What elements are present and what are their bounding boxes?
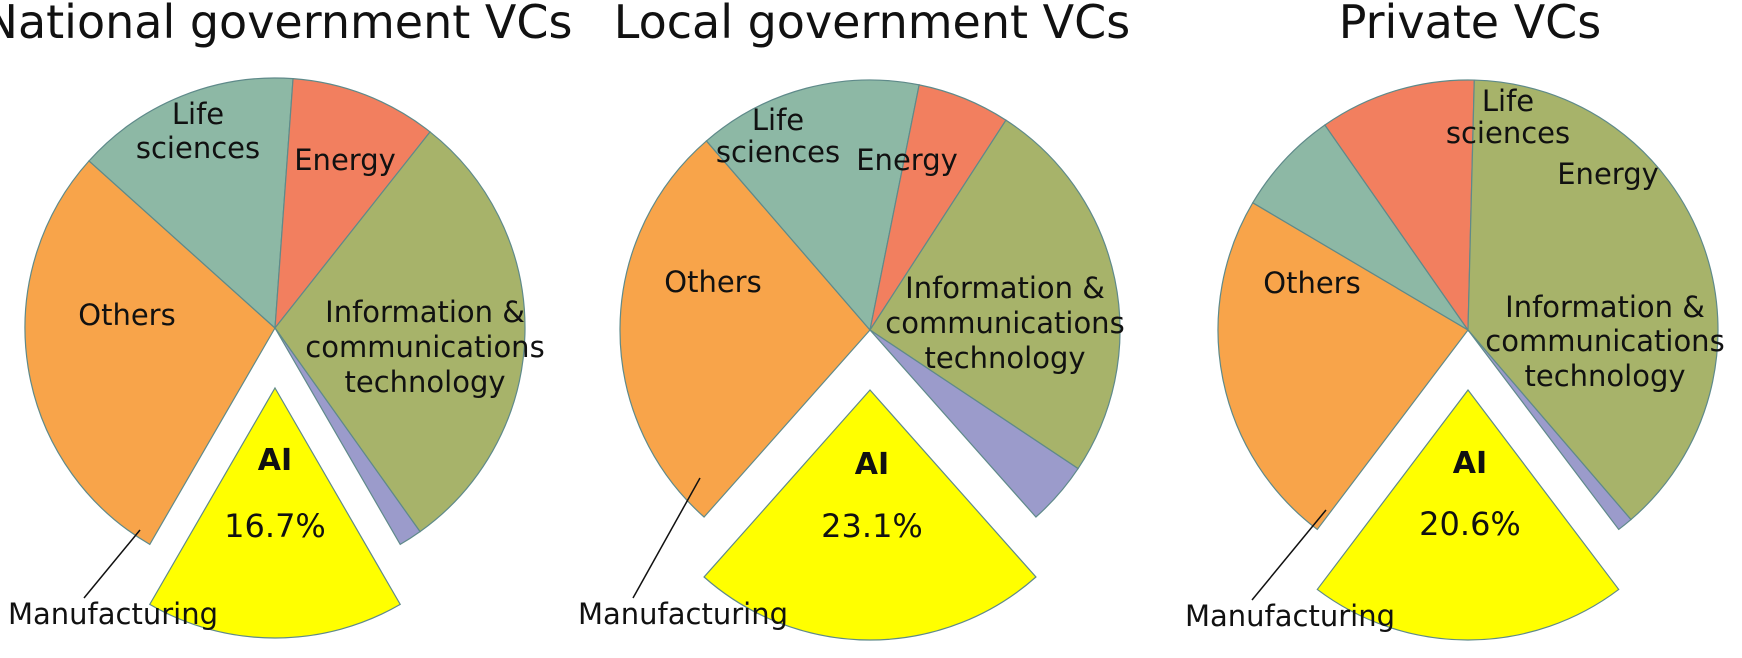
chart-title: Private VCs <box>1339 0 1602 49</box>
pie-slice-manufacturing <box>274 327 421 546</box>
pie-slice-manufacturing <box>1467 329 1632 531</box>
slice-label-manufacturing: Manufacturing <box>8 597 218 631</box>
slice-label-others: Others <box>78 298 175 332</box>
chart-title: National government VCs <box>0 0 572 49</box>
pie-slice-manufacturing <box>869 329 1079 518</box>
pie-slice-others <box>1467 79 1719 521</box>
slice-label-energy: Energy <box>294 143 396 177</box>
pie-slice-information-and-communications-technology <box>619 140 871 518</box>
pie-slice-others <box>869 119 1121 470</box>
pie-slice-information-and-communications-technology <box>1217 201 1469 531</box>
pie-slice-energy <box>88 77 294 330</box>
pie-slice-information-and-communications-technology <box>24 160 276 546</box>
chart-title: Local government VCs <box>614 0 1130 49</box>
pie-slice-others <box>274 131 526 533</box>
slice-label-others: Others <box>1263 266 1360 300</box>
slice-label-energy: Energy <box>1557 157 1659 191</box>
slice-value-ai: 23.1% <box>821 507 923 545</box>
pie-slice-ai <box>148 386 402 639</box>
slice-label-energy: Energy <box>856 143 958 177</box>
pie-slice-ai <box>1316 389 1620 641</box>
manufacturing-leader-line <box>632 477 701 599</box>
slice-value-ai: 16.7% <box>224 507 326 545</box>
slice-label-ai: AI <box>258 443 292 478</box>
pie-slice-energy <box>705 79 920 332</box>
pie-slice-life-sciences <box>1324 79 1475 332</box>
manufacturing-leader-line <box>83 529 141 599</box>
slice-label-ai: AI <box>1453 446 1487 481</box>
slice-label-ai: AI <box>855 447 889 482</box>
slice-label-manufacturing: Manufacturing <box>578 597 788 631</box>
slice-label-manufacturing: Manufacturing <box>1185 599 1395 633</box>
pie-slice-life-sciences <box>274 78 431 330</box>
pie-slice-ai <box>703 389 1037 641</box>
manufacturing-leader-line <box>1251 509 1327 601</box>
slice-value-ai: 20.6% <box>1419 505 1521 543</box>
slice-label-others: Others <box>664 265 761 299</box>
pie-slice-energy <box>1251 124 1469 331</box>
